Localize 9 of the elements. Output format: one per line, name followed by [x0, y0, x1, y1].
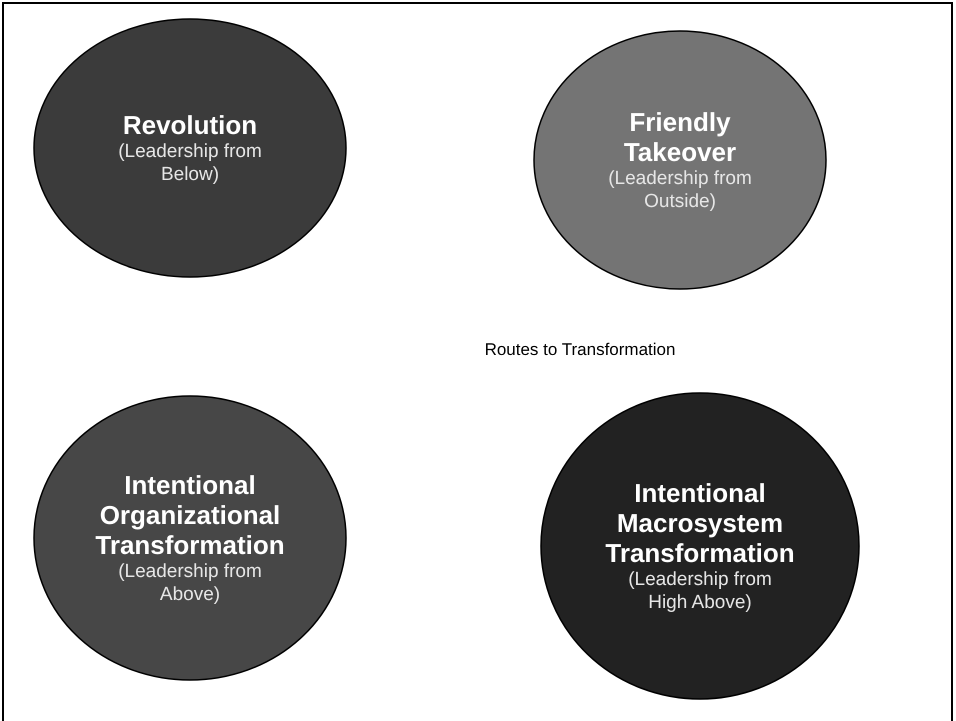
ellipse-subtitle: (Leadership from Outside): [607, 167, 753, 213]
center-label: Routes to Transformation: [484, 340, 676, 360]
ellipse-subtitle: (Leadership from Below): [117, 140, 263, 186]
ellipse-heading: Intentional Macrosystem Transformation: [604, 478, 796, 568]
ellipse-subtitle: (Leadership from High Above): [627, 568, 773, 614]
ellipse-heading: Revolution: [122, 110, 258, 140]
ellipse-heading: Intentional Organizational Transformation: [94, 470, 286, 560]
ellipse-heading: Friendly Takeover: [622, 107, 738, 167]
ellipse-subtitle: (Leadership from Above): [117, 560, 263, 606]
